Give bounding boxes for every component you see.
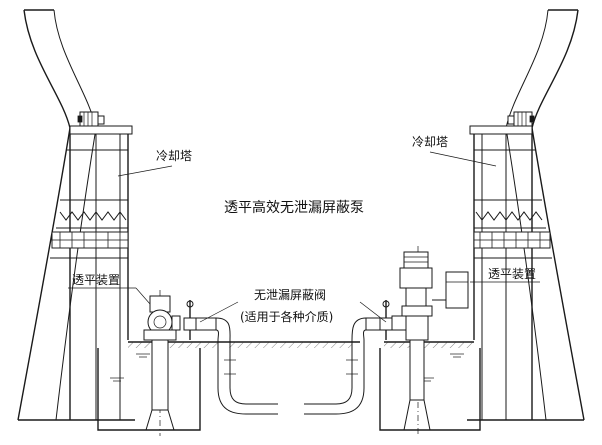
right-tower-shell-inner xyxy=(505,9,549,129)
label-valve-note: (适用于各种介质) xyxy=(240,309,333,324)
left-tower-deck xyxy=(69,125,133,135)
left-turbine-device xyxy=(143,290,278,436)
left-tower-lower-wall xyxy=(17,127,71,421)
label-valve-name: 无泄漏屏蔽阀 xyxy=(254,288,326,302)
left-cooling-tower xyxy=(17,9,135,421)
right-shielded-valve xyxy=(379,317,393,331)
right-tower-deck xyxy=(469,125,533,135)
right-sump-pit xyxy=(379,348,481,431)
left-fill-media xyxy=(51,231,129,249)
label-turbine-device-left: 透平装置 xyxy=(72,273,120,287)
left-fan-motor-icon xyxy=(77,111,105,127)
right-cooling-tower xyxy=(467,9,585,421)
label-cooling-tower-right: 冷却塔 xyxy=(412,135,448,149)
label-cooling-tower-left: 冷却塔 xyxy=(156,149,192,163)
right-pump-motor xyxy=(403,251,429,269)
right-fill-media xyxy=(473,231,551,249)
left-drift-eliminator xyxy=(59,211,127,221)
left-suction-column xyxy=(151,339,169,411)
left-tower-shell-inner xyxy=(53,9,97,129)
right-tower-shell-outer xyxy=(531,9,579,420)
right-drift-eliminator xyxy=(475,211,543,221)
leader-lines xyxy=(68,151,540,323)
right-control-box xyxy=(445,271,469,309)
label-turbine-device-right: 透平装置 xyxy=(488,267,536,281)
left-tower-shell-outer xyxy=(23,9,71,420)
right-pump-volute xyxy=(405,315,429,341)
right-tower-lower-wall xyxy=(531,127,585,421)
right-turbine-device xyxy=(304,246,469,436)
left-shielded-valve xyxy=(183,317,197,331)
left-sump-pit xyxy=(97,348,201,431)
diagram-title: 透平高效无泄漏屏蔽泵 xyxy=(224,199,364,216)
right-fan-motor-icon xyxy=(507,111,535,127)
